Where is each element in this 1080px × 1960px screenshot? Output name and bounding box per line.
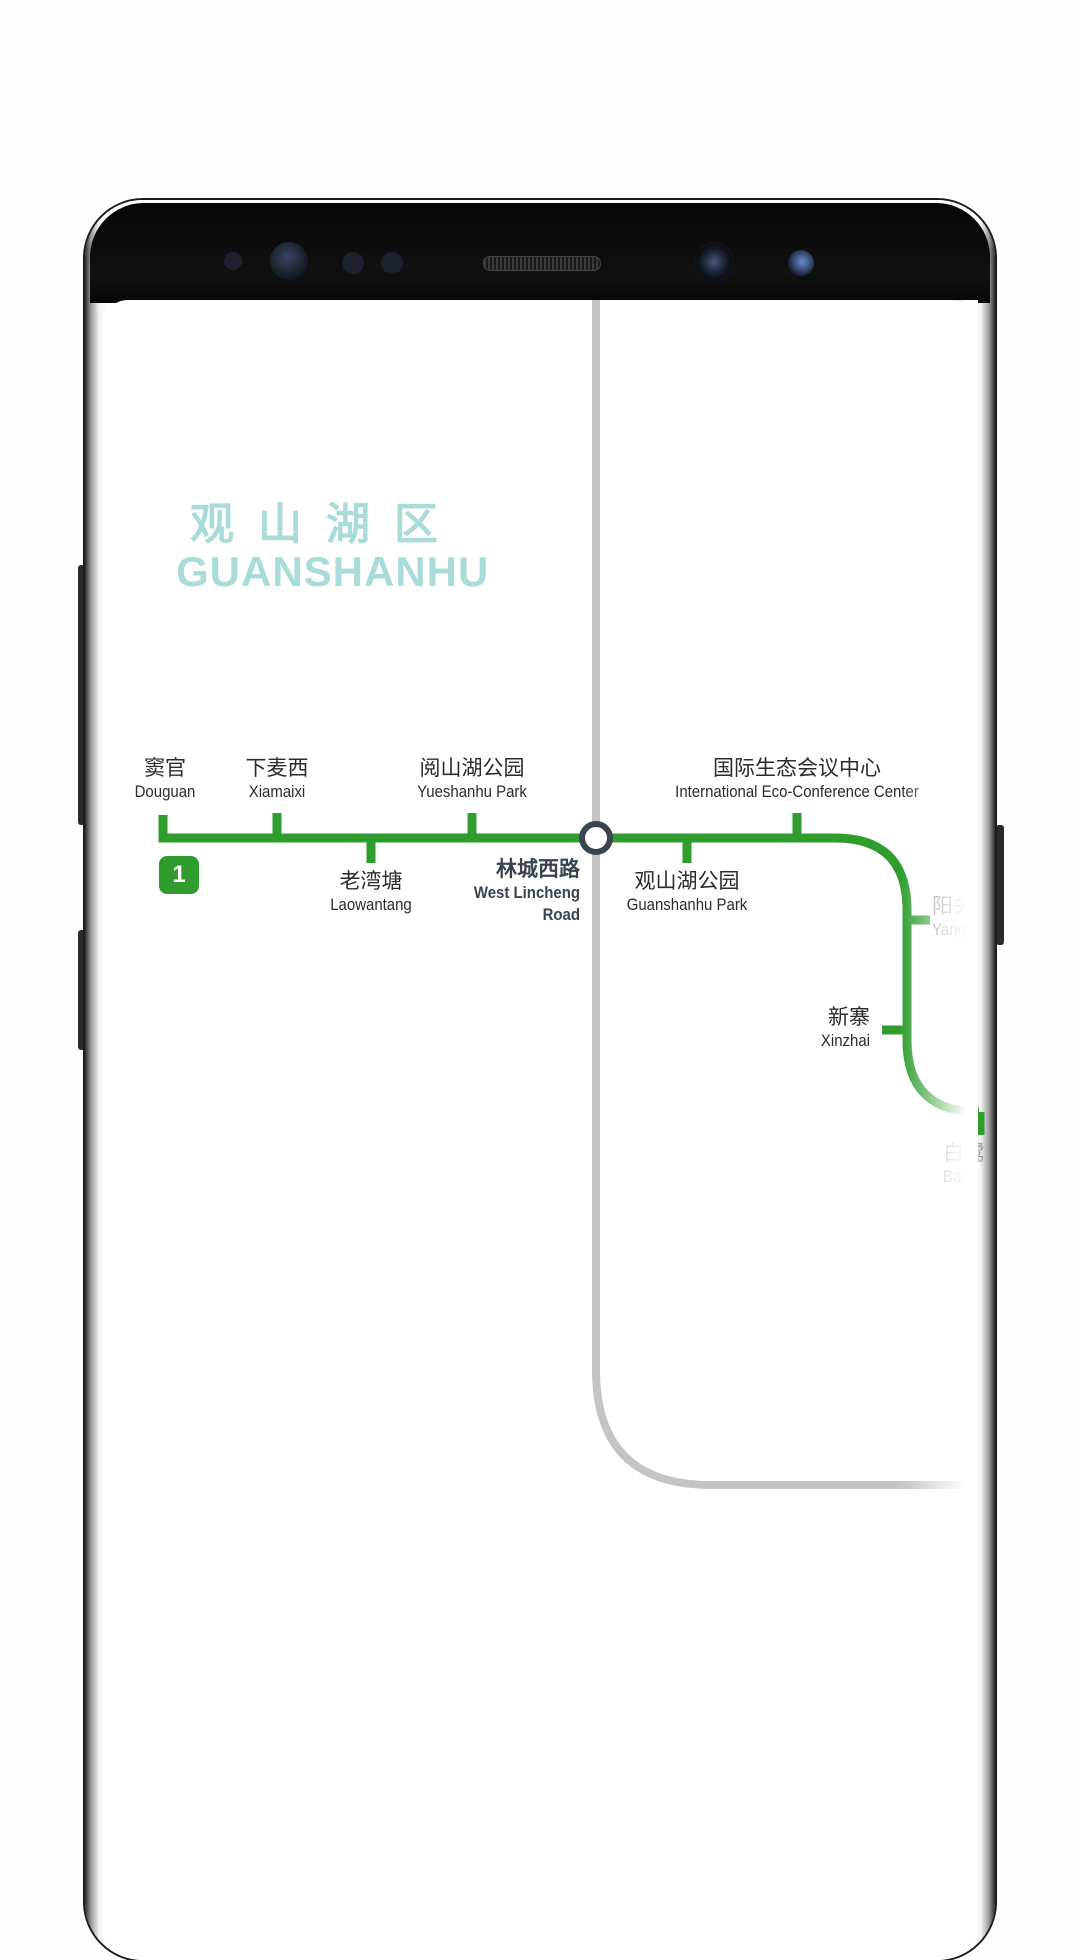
front-camera-icon bbox=[694, 242, 734, 282]
station-name-en: Yangg bbox=[932, 920, 975, 939]
station-name-zh: 窦官 bbox=[144, 756, 186, 780]
station-name-en: International Eco-Conference Center bbox=[675, 782, 919, 801]
station-name-en-line2: Road bbox=[542, 905, 580, 924]
station-laowantang[interactable]: 老湾塘 Laowantang bbox=[311, 868, 431, 916]
station-name-en: Xinzhai bbox=[820, 1031, 870, 1050]
transfer-station-icon[interactable] bbox=[579, 821, 613, 855]
station-guanshanhu-park[interactable]: 观山湖公园 Guanshanhu Park bbox=[607, 868, 767, 916]
station-name-en: Yueshanhu Park bbox=[417, 782, 527, 801]
volume-button bbox=[78, 930, 86, 1050]
line-1-badge[interactable]: 1 bbox=[159, 856, 199, 894]
station-name-zh: 国际生态会议中心 bbox=[713, 756, 881, 780]
proximity-sensor-icon bbox=[224, 252, 242, 270]
bixby-button bbox=[78, 565, 86, 825]
station-name-en: Laowantang bbox=[330, 895, 412, 914]
screen[interactable] bbox=[102, 300, 978, 1940]
station-name-zh: 新寨 bbox=[828, 1005, 870, 1029]
power-button bbox=[996, 825, 1004, 945]
station-name-zh: 老湾塘 bbox=[339, 869, 403, 893]
metro-map[interactable] bbox=[0, 0, 1080, 1920]
station-douguan[interactable]: 窦官 Douguan bbox=[120, 755, 210, 803]
station-name-zh: 观山湖公园 bbox=[634, 869, 740, 893]
iris-led-icon bbox=[788, 250, 814, 276]
station-international-eco-conference-center[interactable]: 国际生态会议中心 International Eco-Conference Ce… bbox=[632, 755, 962, 803]
station-name-zh: 阅山湖公园 bbox=[419, 756, 525, 780]
station-name-en: Douguan bbox=[134, 782, 196, 801]
station-xinzhai[interactable]: 新寨 Xinzhai bbox=[800, 1004, 870, 1052]
district-name-en: GUANSHANHU bbox=[176, 548, 490, 595]
sensor-dot-icon bbox=[342, 252, 364, 274]
station-west-lincheng-road[interactable]: 林城西路 West Lincheng Road bbox=[430, 856, 580, 926]
station-name-zh: 阳关 bbox=[932, 894, 974, 918]
station-name-en: Xiamaixi bbox=[248, 782, 306, 801]
district-name-zh: 观山湖区 bbox=[190, 499, 462, 550]
station-yangguan[interactable]: 阳关 Yangg bbox=[932, 893, 992, 941]
station-bailu[interactable]: 白鹭 Bail bbox=[943, 1140, 1003, 1188]
station-name-en-line1: West Lincheng bbox=[473, 883, 580, 902]
phone-top-bar bbox=[90, 203, 990, 303]
station-name-en: Guanshanhu Park bbox=[626, 895, 748, 914]
transfer-line bbox=[592, 300, 978, 1489]
station-xiamaixi[interactable]: 下麦西 Xiamaixi bbox=[227, 755, 327, 803]
station-name-zh: 下麦西 bbox=[245, 756, 309, 780]
station-name-zh: 白鹭 bbox=[943, 1141, 985, 1165]
iris-scanner-icon bbox=[270, 242, 308, 280]
earpiece-speaker bbox=[483, 256, 601, 271]
station-yueshanhu-park[interactable]: 阅山湖公园 Yueshanhu Park bbox=[392, 755, 552, 803]
station-name-en: Bail bbox=[943, 1167, 968, 1186]
sensor-dot-icon bbox=[381, 252, 403, 274]
station-name-zh: 林城西路 bbox=[496, 857, 580, 881]
